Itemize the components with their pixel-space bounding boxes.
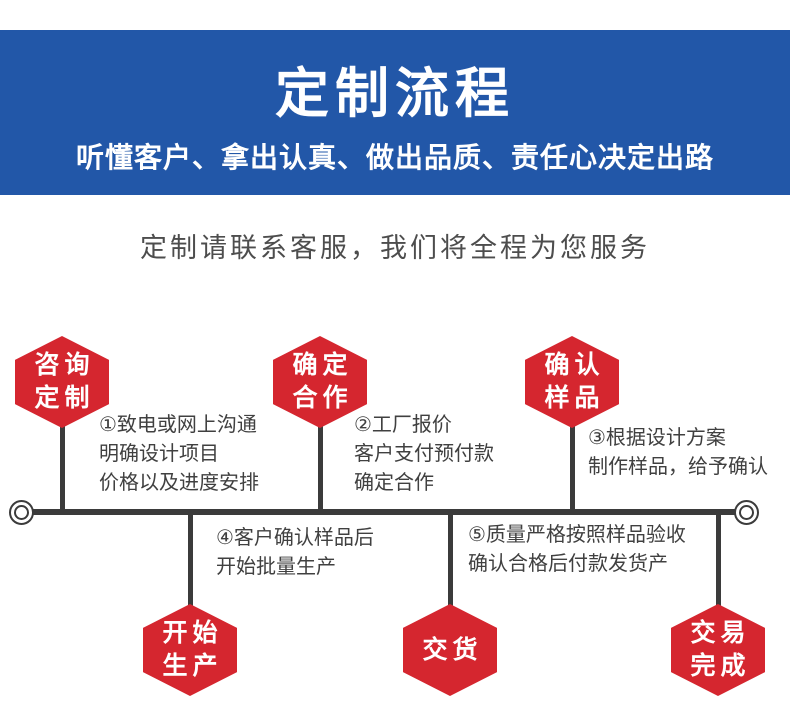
node-label: 开始 bbox=[162, 619, 223, 647]
page-title: 定制流程 bbox=[275, 64, 515, 124]
connector-line-complete bbox=[716, 512, 721, 606]
step-description-line: 确认合格后付款发货产 bbox=[468, 553, 668, 575]
timeline-end-ring-left-icon bbox=[9, 500, 34, 525]
node-label: 确定 bbox=[292, 351, 353, 379]
banner: 定制流程 听懂客户、拿出认真、做出品质、责任心决定出路 bbox=[0, 30, 790, 195]
node-label: 交易 bbox=[690, 619, 751, 647]
step-description-3: ③根据设计方案 制作样品，给予确认 bbox=[588, 424, 768, 482]
ring-inner-circle bbox=[14, 505, 29, 520]
node-label: 完成 bbox=[690, 652, 751, 680]
step-description-line: 确定合作 bbox=[354, 472, 434, 494]
node-start-production: 开始 生产 bbox=[143, 604, 237, 696]
step-description-line: ③根据设计方案 bbox=[588, 427, 726, 449]
step-description-5: ⑤质量严格按照样品验收 确认合格后付款发货产 bbox=[468, 521, 686, 579]
timeline-end-ring-right-icon bbox=[734, 500, 759, 525]
connector-line-consult bbox=[60, 420, 65, 512]
node-label: 交货 bbox=[422, 635, 483, 664]
connector-line-production bbox=[188, 512, 193, 606]
node-label: 定制 bbox=[34, 384, 95, 412]
ring-inner-circle bbox=[739, 505, 754, 520]
step-description-4: ④客户确认样品后 开始批量生产 bbox=[216, 524, 374, 582]
node-transaction-complete: 交易 完成 bbox=[671, 604, 765, 696]
intro-text: 定制请联系客服，我们将全程为您服务 bbox=[140, 233, 650, 263]
timeline-line bbox=[30, 509, 735, 515]
node-consult-customize: 咨询 定制 bbox=[15, 336, 109, 428]
step-description-line: 客户支付预付款 bbox=[354, 443, 494, 465]
step-description-2: ②工厂报价 客户支付预付款 确定合作 bbox=[354, 411, 494, 498]
node-delivery: 交货 bbox=[403, 604, 497, 696]
node-label: 样品 bbox=[544, 384, 605, 412]
banner-subtitle: 听懂客户、拿出认真、做出品质、责任心决定出路 bbox=[75, 142, 714, 173]
step-description-line: 明确设计项目 bbox=[99, 443, 219, 465]
connector-line-sample bbox=[570, 420, 575, 512]
step-description-line: 价格以及进度安排 bbox=[99, 472, 259, 494]
connector-line-cooperation bbox=[318, 420, 323, 512]
node-label: 咨询 bbox=[34, 351, 95, 379]
step-description-line: ④客户确认样品后 bbox=[216, 527, 374, 549]
step-description-1: ①致电或网上沟通 明确设计项目 价格以及进度安排 bbox=[99, 411, 259, 498]
node-label: 生产 bbox=[162, 652, 223, 680]
connector-line-delivery bbox=[448, 512, 453, 606]
step-description-line: ①致电或网上沟通 bbox=[99, 414, 257, 436]
step-description-line: 开始批量生产 bbox=[216, 556, 336, 578]
step-description-line: ②工厂报价 bbox=[354, 414, 452, 436]
step-description-line: 制作样品，给予确认 bbox=[588, 456, 768, 478]
node-label: 确认 bbox=[544, 351, 605, 379]
node-confirm-sample: 确认 样品 bbox=[525, 336, 619, 428]
step-description-line: ⑤质量严格按照样品验收 bbox=[468, 524, 686, 546]
node-confirm-cooperation: 确定 合作 bbox=[273, 336, 367, 428]
node-label: 合作 bbox=[292, 384, 353, 412]
